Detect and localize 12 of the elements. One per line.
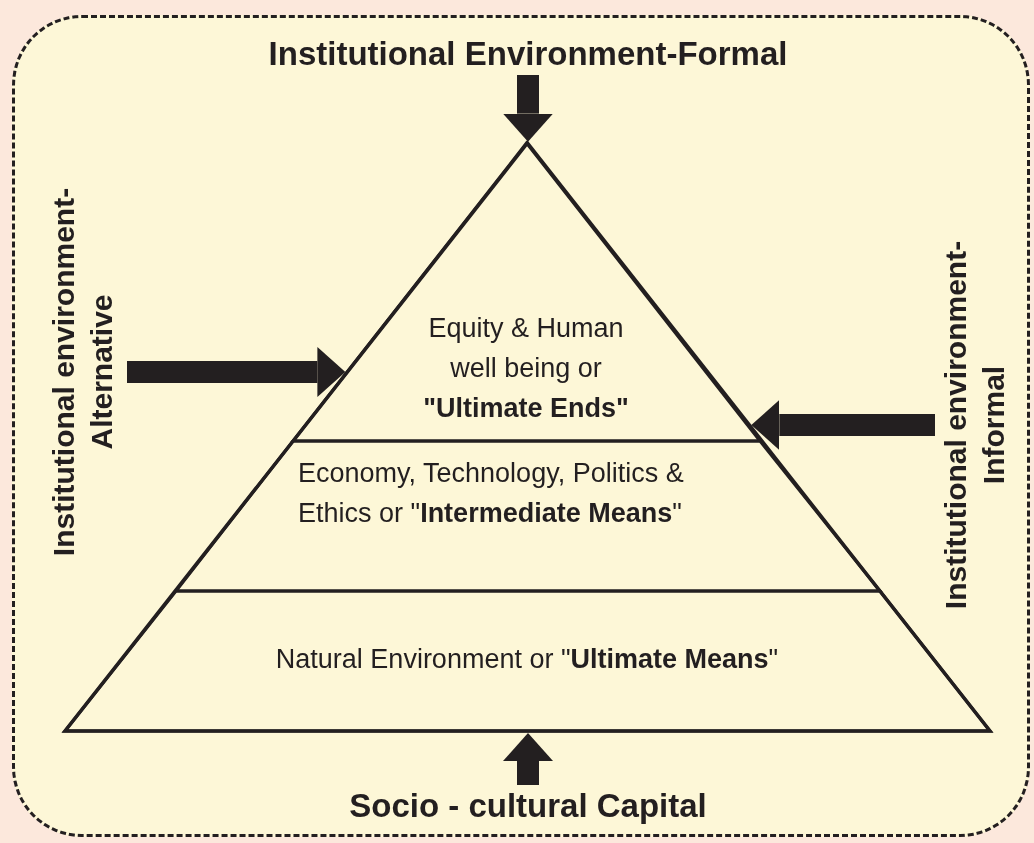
block-arrow <box>127 347 346 397</box>
tier-text: Natural Environment or "Ultimate Means" <box>274 643 780 676</box>
bottom-text: Socio - cultural Capital <box>278 787 778 825</box>
dashed-frame <box>12 15 1030 837</box>
side-text: Institutional environment- Informal <box>937 210 1017 640</box>
tier-text: Economy, Technology, Politics & Ethics or "Intermediate Means" <box>298 457 685 530</box>
block-arrow <box>503 733 553 785</box>
heading-text: Institutional Environment-Formal <box>228 35 828 73</box>
side-text: Institutional environment- Alternative <box>45 157 125 587</box>
block-arrow <box>751 400 935 450</box>
tier-text: Equity & Human well being or "Ultimate Ends" <box>422 312 630 425</box>
block-arrow <box>503 75 553 142</box>
